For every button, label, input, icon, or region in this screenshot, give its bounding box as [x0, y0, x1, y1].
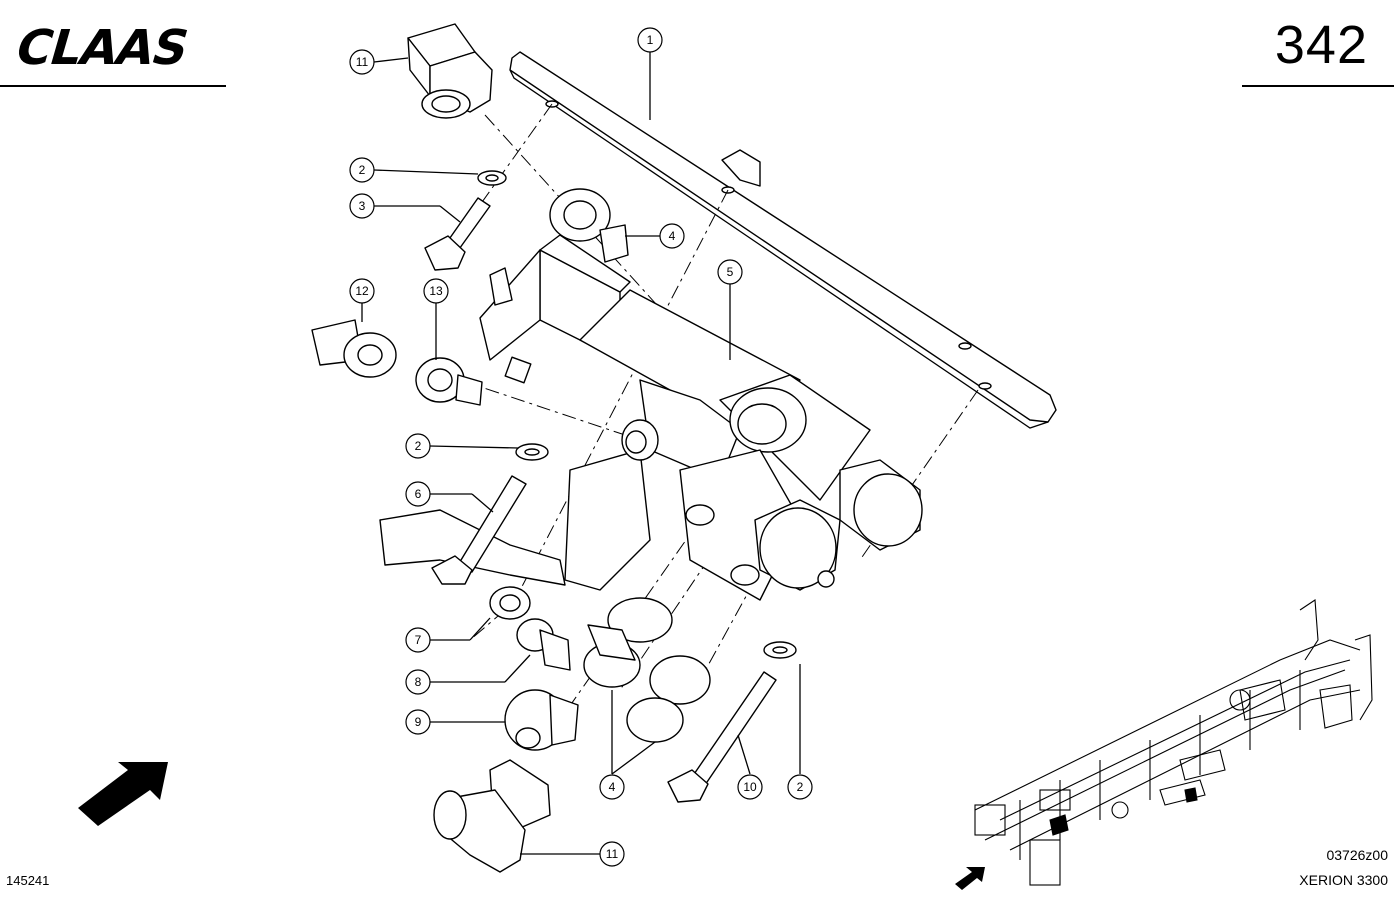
callout-5: 5: [717, 259, 743, 285]
svg-text:3: 3: [359, 199, 366, 213]
callout-12: 12: [349, 278, 375, 304]
callout-11-bottom: 11: [599, 841, 625, 867]
overview-arrow-icon: [955, 867, 985, 890]
callout-4-top: 4: [659, 223, 685, 249]
valve-block: [379, 234, 923, 601]
svg-text:11: 11: [606, 847, 619, 861]
callout-1: 1: [637, 27, 663, 53]
svg-text:12: 12: [355, 284, 369, 298]
callout-7: 7: [405, 627, 431, 653]
sheet-code: 145241: [6, 873, 50, 888]
svg-text:2: 2: [797, 780, 804, 794]
svg-text:5: 5: [727, 265, 734, 279]
leader-lines: [361, 52, 801, 855]
callout-2-mid: 2: [405, 433, 431, 459]
svg-text:8: 8: [415, 675, 422, 689]
callout-8: 8: [405, 669, 431, 695]
callout-3: 3: [349, 193, 375, 219]
callout-6: 6: [405, 481, 431, 507]
tractor-frame-overview: [974, 599, 1373, 886]
mounting-plate: [509, 51, 1057, 429]
callout-9: 9: [405, 709, 431, 735]
parts: [311, 23, 797, 873]
callout-11-top: 11: [349, 49, 375, 75]
callout-10: 10: [737, 774, 763, 800]
svg-text:4: 4: [609, 780, 616, 794]
svg-text:13: 13: [429, 284, 443, 298]
svg-text:CLAAS: CLAAS: [9, 20, 195, 76]
svg-text:7: 7: [415, 633, 422, 647]
claas-logo: CLAAS: [9, 20, 195, 76]
callout-2-right: 2: [787, 774, 813, 800]
callout-13: 13: [423, 278, 449, 304]
model-name: XERION 3300: [1299, 872, 1388, 888]
callout-2-top: 2: [349, 157, 375, 183]
svg-text:2: 2: [415, 439, 422, 453]
svg-text:1: 1: [647, 33, 654, 47]
svg-text:2: 2: [359, 163, 366, 177]
svg-text:6: 6: [415, 487, 422, 501]
svg-text:9: 9: [415, 715, 422, 729]
drawing-id: 03726z00: [1326, 847, 1388, 863]
arrow-icon: [78, 762, 168, 826]
callout-4-bottom: 4: [599, 774, 625, 800]
svg-text:11: 11: [356, 55, 369, 69]
svg-text:4: 4: [669, 229, 676, 243]
svg-text:10: 10: [743, 780, 757, 794]
page-number: 342: [1274, 15, 1368, 75]
